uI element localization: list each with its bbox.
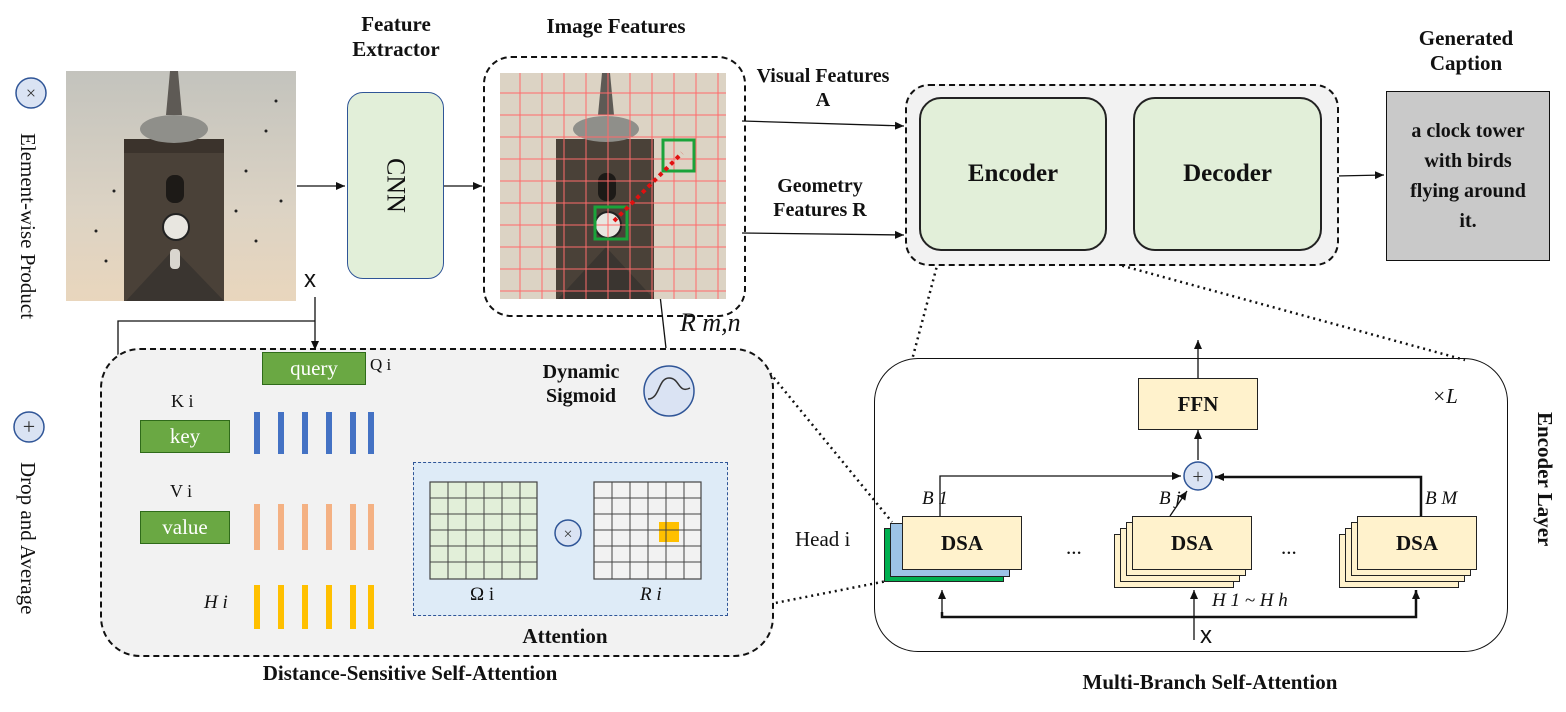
encoder-layer-panel xyxy=(874,358,1508,652)
feature-extractor-title: Feature Extractor xyxy=(352,12,440,62)
ellipsis-1: ... xyxy=(1066,535,1082,559)
cnn-box: CNN xyxy=(347,92,444,279)
encoder-box: Encoder xyxy=(919,97,1107,251)
drop-average-label: Drop and Average xyxy=(16,462,40,615)
v-sub-label: V i xyxy=(170,481,193,501)
r-label: R i xyxy=(640,584,662,605)
drop-average-icon: + xyxy=(1182,460,1214,492)
decoder-box: Decoder xyxy=(1133,97,1322,251)
elementwise-product-label: Element-wise Product xyxy=(16,133,40,320)
k-sub-label: K i xyxy=(171,391,194,411)
query-box: query xyxy=(262,352,366,385)
value-bar xyxy=(350,504,356,550)
output-bar xyxy=(302,585,308,629)
svg-text:×: × xyxy=(26,83,36,103)
key-bar xyxy=(326,412,332,454)
elementwise-product-symbol: × xyxy=(14,76,48,110)
r-grid-highlight xyxy=(659,522,679,542)
input-image xyxy=(66,71,296,301)
dsa-label: DSA xyxy=(940,530,983,555)
key-bar xyxy=(368,412,374,454)
key-bar xyxy=(350,412,356,454)
sigmoid-icon xyxy=(642,364,696,418)
grid-image xyxy=(500,73,726,299)
encoder-layer-label: Encoder Layer xyxy=(1533,412,1557,547)
value-bar xyxy=(254,504,260,550)
caption-text: a clock tower with birds flying around i… xyxy=(1410,120,1526,232)
value-box: value xyxy=(140,511,230,544)
input-x-label: x xyxy=(304,266,316,293)
dssa-title: Distance-Sensitive Self-Attention xyxy=(262,661,558,685)
key-bar xyxy=(302,412,308,454)
caption-title: Generated Caption xyxy=(1418,26,1514,76)
image-features-title: Image Features xyxy=(546,14,686,38)
output-bar xyxy=(254,585,260,629)
drop-average-symbol: + xyxy=(12,410,46,444)
key-bar xyxy=(254,412,260,454)
svg-text:+: + xyxy=(23,414,35,439)
ffn-label: FFN xyxy=(1177,391,1219,416)
attention-label: Attention xyxy=(522,624,608,648)
dsa-box-m: DSA xyxy=(1357,516,1477,570)
ffn-box: FFN xyxy=(1138,378,1258,430)
image-features-panel xyxy=(483,56,746,317)
output-bar xyxy=(350,585,356,629)
head-label: Head i xyxy=(795,527,851,551)
q-sub-label: Q i xyxy=(370,355,392,374)
key-box: key xyxy=(140,420,230,453)
value-bar xyxy=(302,504,308,550)
output-bar xyxy=(368,585,374,629)
r-mn-label: R m,n xyxy=(680,308,741,337)
bj-label: B j xyxy=(1159,488,1181,509)
caption-box: a clock tower with birds flying around i… xyxy=(1386,91,1550,261)
h-range-label: H 1 ~ H h xyxy=(1212,590,1288,611)
value-bar xyxy=(278,504,284,550)
h-sub-label: H i xyxy=(204,592,228,613)
geometry-features-label: Geometry Features R xyxy=(773,175,867,221)
cnn-label: CNN xyxy=(381,158,411,213)
omega-grid xyxy=(429,481,538,580)
value-bar xyxy=(368,504,374,550)
omega-label: Ω i xyxy=(470,584,495,605)
dsa-label: DSA xyxy=(1395,530,1438,555)
vector-bars xyxy=(254,412,374,629)
output-bar xyxy=(326,585,332,629)
times-l-label: ×L xyxy=(1432,384,1458,408)
dynamic-sigmoid-label: Dynamic Sigmoid xyxy=(542,361,620,407)
mbsa-x-label: x xyxy=(1200,622,1212,649)
elementwise-product-icon: × xyxy=(553,518,583,548)
bm-label: B M xyxy=(1425,488,1458,509)
mbsa-title: Multi-Branch Self-Attention xyxy=(1082,670,1338,694)
r-grid xyxy=(593,481,702,580)
dsa-label: DSA xyxy=(1170,530,1213,555)
value-bar xyxy=(326,504,332,550)
dsa-box-j: DSA xyxy=(1132,516,1252,570)
output-bar xyxy=(278,585,284,629)
svg-text:+: + xyxy=(1192,466,1203,488)
dsa-box-1: DSA xyxy=(902,516,1022,570)
key-bar xyxy=(278,412,284,454)
svg-text:×: × xyxy=(563,526,572,543)
ellipsis-2: ... xyxy=(1281,535,1297,559)
b1-label: B 1 xyxy=(922,488,948,509)
visual-features-label: Visual Features A xyxy=(756,65,890,111)
